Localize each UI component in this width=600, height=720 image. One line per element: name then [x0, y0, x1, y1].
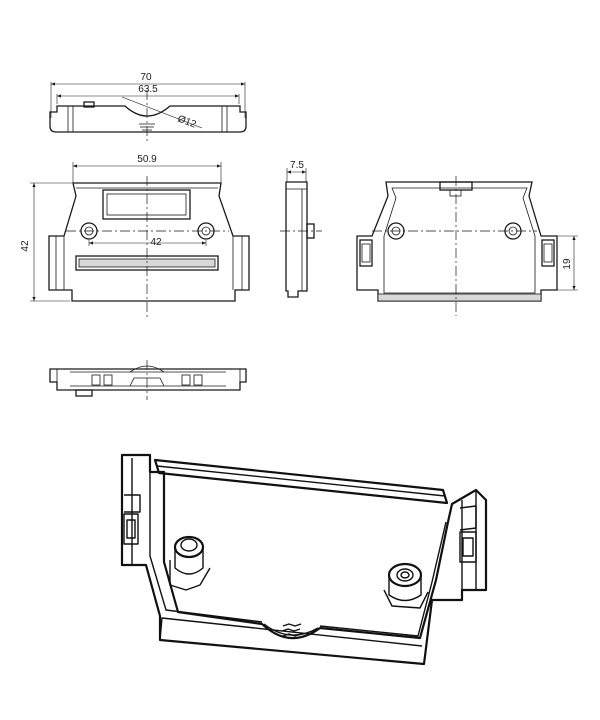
diameter-leader-line: [121, 96, 203, 129]
hole-height-label: 19: [562, 258, 573, 270]
front-view-window: [102, 189, 191, 220]
bottom-view: [49, 360, 247, 400]
inner-width-label: 63.5: [138, 84, 158, 95]
rear-right-latch: [541, 239, 555, 267]
iso-left-boss: [173, 535, 205, 559]
side-view-outline: [285, 181, 308, 298]
bottom-view-tab: [75, 389, 93, 397]
front-view: 50.9 42 42: [20, 154, 250, 320]
top-view-outline: [49, 105, 247, 133]
iso-right-boss: [387, 562, 423, 588]
side-depth-label: 7.5: [290, 160, 304, 171]
iso-cable-grip-icon: [281, 623, 302, 637]
front-view-outline: [48, 182, 250, 302]
top-view: 70 63.5 Ø12: [49, 72, 247, 142]
height-label: 42: [20, 240, 31, 252]
side-view: 7.5: [280, 160, 322, 298]
isometric-view: [120, 453, 488, 666]
iso-left-latch: [123, 513, 139, 545]
top-view-tab: [83, 101, 95, 108]
cable-diameter-label: Ø12: [176, 114, 198, 131]
rear-left-latch: [359, 239, 373, 267]
rear-view-outline: [356, 181, 558, 302]
iso-top-rail: [153, 458, 449, 505]
iso-right-latch: [459, 531, 477, 563]
bottom-view-outline: [49, 368, 247, 391]
hole-spacing-label: 42: [150, 237, 162, 248]
rear-view: 19: [356, 176, 578, 316]
overall-width-label: 70: [140, 72, 152, 83]
front-width-label: 50.9: [137, 154, 157, 165]
iso-frame-outline: [120, 453, 488, 666]
